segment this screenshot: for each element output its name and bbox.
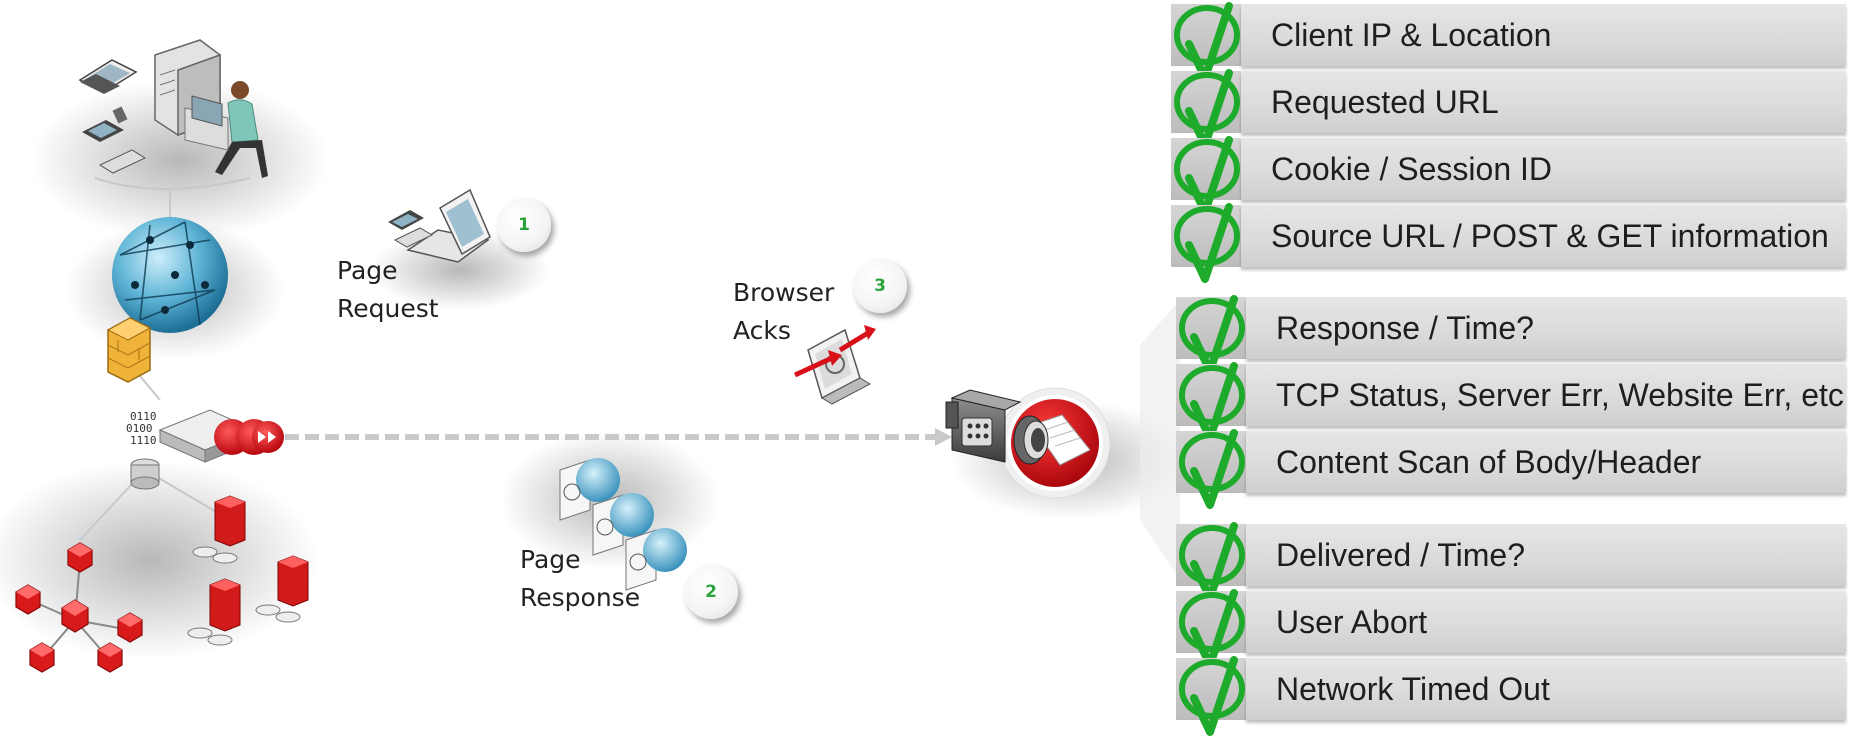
checklist-row: User Abort: [1176, 589, 1846, 669]
row-bar: [1246, 297, 1846, 359]
step-badge-2: 2: [684, 565, 738, 619]
page-response-label: Page Response: [520, 541, 640, 617]
checklist-row: Source URL / POST & GET information: [1171, 203, 1846, 283]
traffic-flow-arrow: [285, 428, 952, 446]
globe-icon: [112, 217, 228, 333]
network-illustration: 0110 0100 1110: [0, 39, 1190, 673]
server-cluster-icon: [15, 542, 143, 673]
checklist-row: TCP Status, Server Err, Website Err, etc: [1176, 362, 1846, 442]
database-servers-icon: [187, 495, 309, 646]
green-check-icon: [1176, 429, 1248, 515]
checklist-row: Delivered / Time?: [1176, 522, 1846, 602]
traffic-tap-icon: [214, 419, 284, 455]
svg-text:0100: 0100: [126, 422, 153, 435]
page-request-label: Page Request: [337, 252, 439, 328]
browser-acks-label: Browser Acks: [733, 274, 834, 350]
checklist-row: Response / Time?: [1176, 295, 1846, 375]
checklist-item-label: Requested URL: [1271, 84, 1499, 120]
row-bar: [1246, 431, 1846, 493]
checklist-item-label: Delivered / Time?: [1276, 537, 1525, 573]
checklist-item-label: Network Timed Out: [1276, 671, 1550, 707]
label-line: Page: [520, 545, 581, 574]
browser-ack-icon: [793, 325, 876, 405]
checklist-row: Requested URL: [1171, 69, 1846, 149]
row-bar: [1241, 138, 1846, 200]
checklist-item-label: Source URL / POST & GET information: [1271, 218, 1829, 254]
svg-text:0110: 0110: [130, 410, 157, 423]
checklist-item-label: Cookie / Session ID: [1271, 151, 1553, 187]
checklist-item-label: TCP Status, Server Err, Website Err, etc: [1276, 377, 1844, 413]
step-badge-3: 3: [853, 259, 907, 313]
row-bar: [1246, 364, 1846, 426]
label-line: Response: [520, 583, 641, 612]
green-check-icon: [1176, 656, 1248, 742]
row-bar: [1246, 524, 1846, 586]
checklist-item-label: Response / Time?: [1276, 310, 1534, 346]
row-bar: [1246, 591, 1846, 653]
label-line: Acks: [733, 316, 791, 345]
green-check-icon: [1171, 203, 1243, 289]
checklist-row: Content Scan of Body/Header: [1176, 429, 1846, 509]
row-bar: [1241, 205, 1846, 267]
row-bar: [1246, 658, 1846, 720]
row-bar: [1241, 71, 1846, 133]
label-line: Request: [337, 294, 439, 323]
page-request-devices-icon: [388, 188, 491, 263]
checklist-row: Network Timed Out: [1176, 656, 1846, 736]
video-camera-icon: [945, 387, 1111, 499]
firewall-icon: [106, 317, 152, 383]
checklist-item-label: User Abort: [1276, 604, 1428, 640]
checklist-row: Cookie / Session ID: [1171, 136, 1846, 216]
checklist-item-label: Content Scan of Body/Header: [1276, 444, 1702, 480]
checklist-item-label: Client IP & Location: [1271, 17, 1552, 53]
label-line: Page: [337, 256, 398, 285]
step-badge-1: 1: [497, 198, 551, 252]
svg-text:1110: 1110: [130, 434, 157, 447]
page-response-documents-icon: [559, 458, 687, 591]
client-devices-icon: [78, 39, 268, 178]
label-line: Browser: [733, 278, 835, 307]
row-bar: [1241, 4, 1846, 66]
checklist-row: Client IP & Location: [1171, 2, 1846, 82]
